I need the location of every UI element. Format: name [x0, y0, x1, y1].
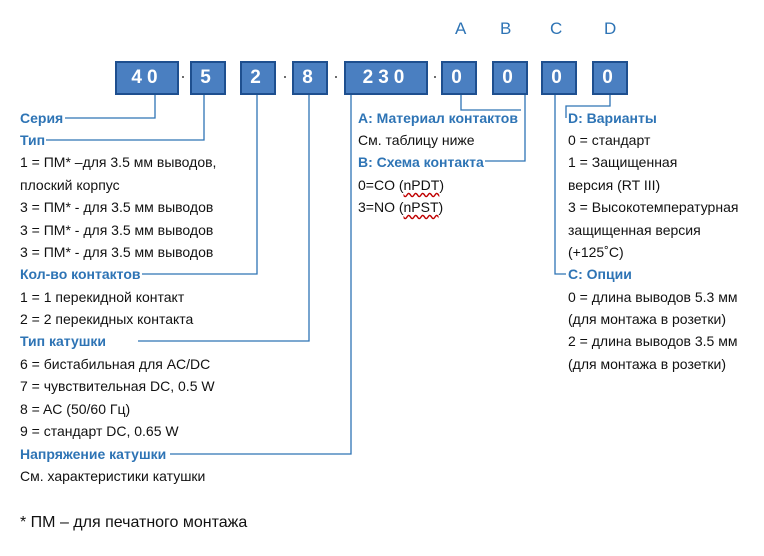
- wire-d: [565, 95, 611, 118]
- heading-coil-type: Тип катушки: [20, 333, 107, 349]
- contact-scheme-line-co: 0=CO (nPDT): [358, 177, 444, 193]
- box-a: 0: [441, 61, 477, 95]
- type-line: плоский корпус: [20, 177, 120, 193]
- coil-type-line: 7 = чувствительная DC, 0.5 W: [20, 378, 215, 394]
- contacts-line: 2 = 2 перекидных контакта: [20, 311, 194, 327]
- wire-c: [554, 95, 566, 275]
- wire-b: [485, 95, 526, 162]
- wire-type: [46, 95, 205, 141]
- box-series: 40: [115, 61, 179, 95]
- coil-type-line: 9 = стандарт DC, 0.65 W: [20, 423, 179, 439]
- type-line: 1 = ПМ* –для 3.5 мм выводов,: [20, 154, 217, 170]
- variants-line: (+125˚C): [568, 244, 624, 260]
- footnote: * ПМ – для печатного монтажа: [20, 514, 248, 531]
- box-type: 5: [190, 61, 226, 95]
- wire-coil-type: [138, 95, 310, 342]
- column-letter-c: C: [550, 19, 563, 38]
- box-coil-type: 8: [292, 61, 328, 95]
- box-d: 0: [592, 61, 628, 95]
- options-line: 0 = длина выводов 5.3 мм: [568, 289, 738, 305]
- contact-material-line: См. таблицу ниже: [358, 132, 475, 148]
- options-line: (для монтажа в розетки): [568, 356, 727, 372]
- box-c: 0: [541, 61, 577, 95]
- box-voltage: 230: [344, 61, 428, 95]
- options-line: 2 = длина выводов 3.5 мм: [568, 333, 738, 349]
- box-contacts: 2: [240, 61, 276, 95]
- type-line: 3 = ПМ* - для 3.5 мм выводов: [20, 244, 214, 260]
- heading-contact-material: A: Материал контактов: [358, 110, 518, 126]
- contact-scheme-line-no: 3=NO (nPST): [358, 199, 444, 215]
- wire-a: [460, 95, 521, 111]
- separator-dot: ·: [180, 66, 186, 86]
- variants-line: защищенная версия: [568, 222, 701, 238]
- heading-contacts: Кол-во контактов: [20, 266, 141, 282]
- coil-type-line: 8 = AC (50/60 Гц): [20, 401, 131, 417]
- heading-series: Серия: [20, 110, 64, 126]
- box-b: 0: [492, 61, 528, 95]
- variants-line: 0 = стандарт: [568, 132, 651, 148]
- separator-dot: ·: [333, 66, 339, 86]
- type-line: 3 = ПМ* - для 3.5 мм выводов: [20, 222, 214, 238]
- voltage-line: См. характеристики катушки: [20, 468, 206, 484]
- separator-dot: ·: [432, 66, 438, 86]
- options-line: (для монтажа в розетки): [568, 311, 727, 327]
- wire-series: [65, 95, 156, 119]
- variants-line: версия (RT III): [568, 177, 661, 193]
- wire-contacts: [142, 95, 258, 275]
- variants-line: 3 = Высокотемпературная: [568, 199, 739, 215]
- heading-type: Тип: [20, 132, 46, 148]
- separator-dot: ·: [282, 66, 288, 86]
- variants-line: 1 = Защищенная: [568, 154, 678, 170]
- contacts-line: 1 = 1 перекидной контакт: [20, 289, 185, 305]
- heading-variants: D: Варианты: [568, 110, 657, 126]
- type-line: 3 = ПМ* - для 3.5 мм выводов: [20, 199, 214, 215]
- wire-voltage: [170, 95, 352, 455]
- coil-type-line: 6 = бистабильная для AC/DC: [20, 356, 211, 372]
- column-letter-b: B: [500, 19, 512, 38]
- column-letter-a: A: [455, 19, 467, 38]
- heading-voltage: Напряжение катушки: [20, 446, 167, 462]
- heading-options: C: Опции: [568, 266, 632, 282]
- column-letter-d: D: [604, 19, 617, 38]
- heading-contact-scheme: B: Схема контакта: [358, 154, 484, 170]
